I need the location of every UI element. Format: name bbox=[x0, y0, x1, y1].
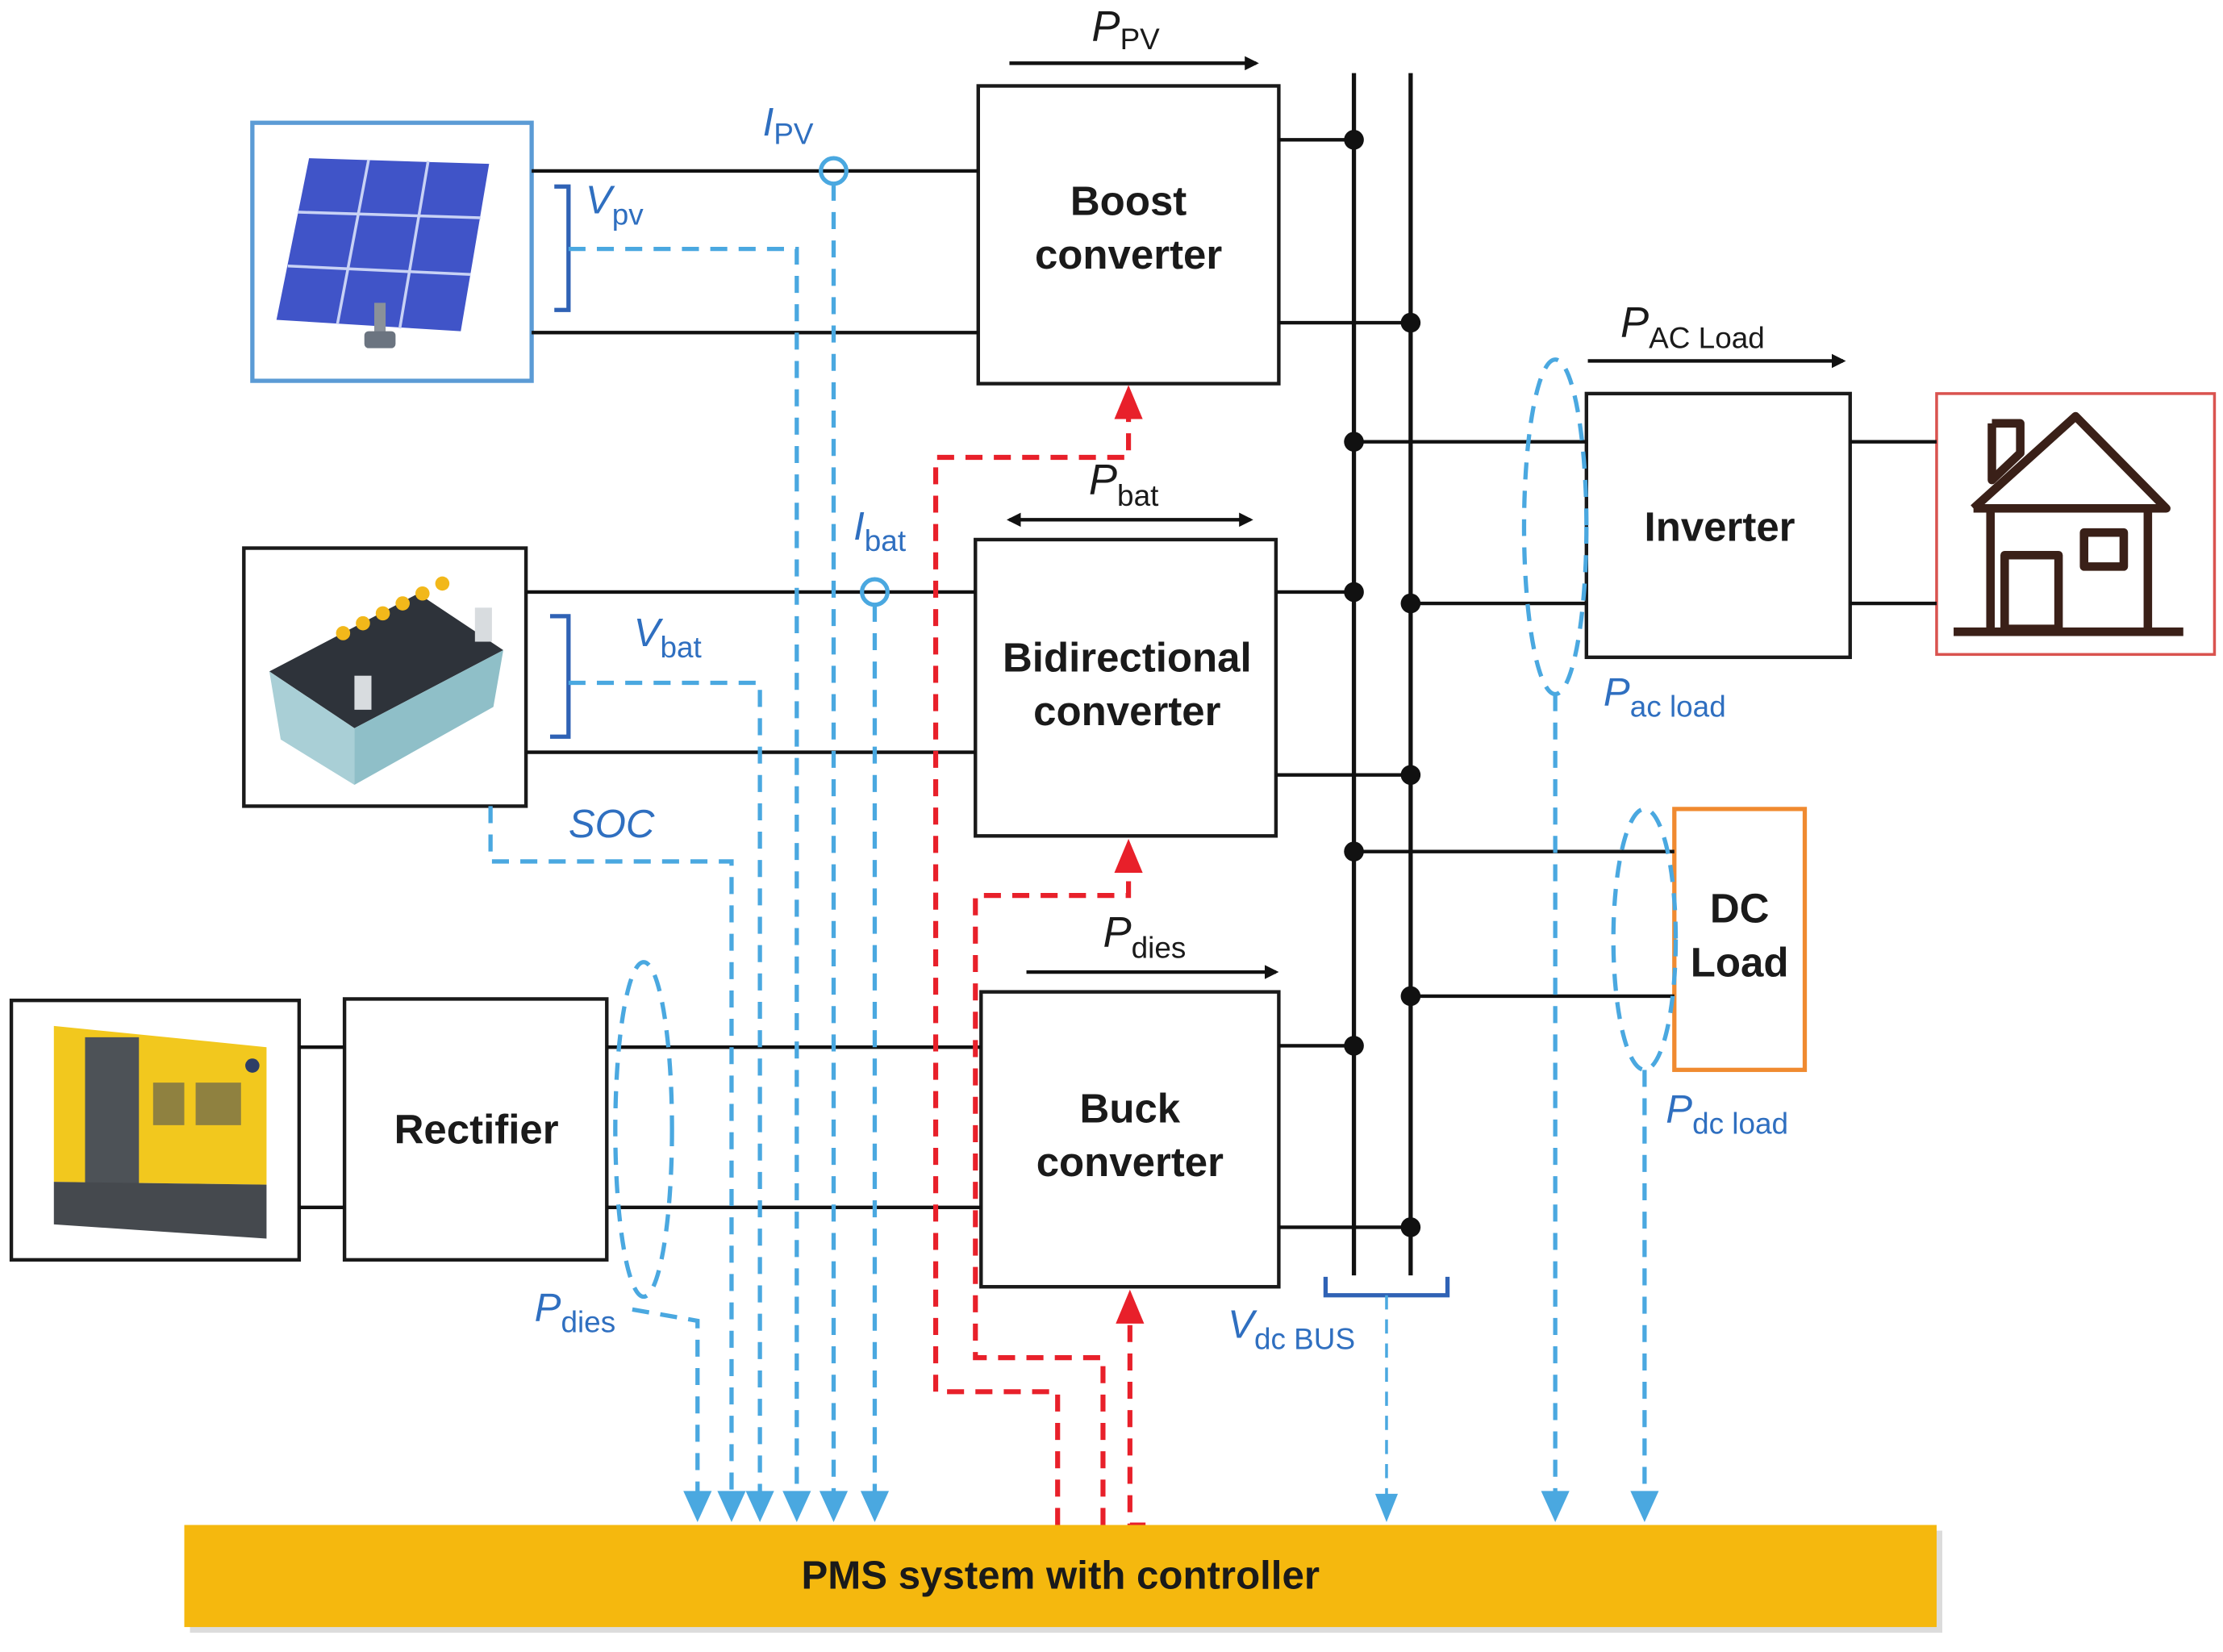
p-pv-label: PPV bbox=[1091, 2, 1160, 56]
p-dies-top-label: Pdies bbox=[1103, 908, 1186, 964]
control-buck bbox=[1127, 1320, 1146, 1528]
power-flow-arrows bbox=[1006, 56, 1846, 979]
boost-label-2: converter bbox=[1035, 232, 1222, 277]
pms-bar bbox=[184, 1525, 1937, 1628]
v-dc-bus-label: Vdc BUS bbox=[1228, 1303, 1355, 1356]
p-ac-load-top-label: PAC Load bbox=[1620, 299, 1765, 355]
inverter-box bbox=[1584, 391, 1852, 660]
diesel-generator-block bbox=[9, 998, 302, 1262]
bidirectional-label-2: converter bbox=[1033, 688, 1220, 734]
p-dc-load-probe bbox=[1611, 807, 1679, 1072]
p-dc-load-label: Pdc load bbox=[1666, 1087, 1788, 1140]
p-bat-label: Pbat bbox=[1089, 457, 1158, 512]
buck-label-1: Buck bbox=[1080, 1085, 1181, 1131]
boost-converter-box bbox=[976, 84, 1281, 386]
rectifier-label: Rectifier bbox=[394, 1107, 559, 1153]
soc-label: SOC bbox=[569, 802, 655, 846]
i-bat-label: Ibat bbox=[853, 504, 906, 557]
measurement-sensors bbox=[549, 156, 1679, 1299]
inverter-label: Inverter bbox=[1645, 504, 1796, 550]
dc-load-label-2: Load bbox=[1691, 939, 1789, 985]
p-dies-label: Pdies bbox=[535, 1285, 616, 1338]
buck-converter-box bbox=[979, 990, 1281, 1289]
v-dc-bus-bracket bbox=[1323, 1276, 1450, 1298]
p-dies-probe bbox=[613, 960, 674, 1299]
i-pv-label: IPV bbox=[763, 100, 814, 151]
pms-label: PMS system with controller bbox=[801, 1554, 1320, 1598]
signal-soc bbox=[488, 806, 734, 1494]
dc-load-label-1: DC bbox=[1710, 886, 1770, 932]
house-frame bbox=[1935, 392, 2217, 657]
dc-bus bbox=[1344, 73, 1421, 1276]
dc-load[interactable]: DC Load bbox=[1672, 807, 1808, 1072]
bidirectional-label-1: Bidirectional bbox=[1003, 634, 1252, 680]
boost-label-1: Boost bbox=[1070, 177, 1187, 223]
control-boost bbox=[932, 416, 1132, 1525]
rectifier-box bbox=[342, 997, 609, 1262]
signal-v-pv bbox=[568, 246, 799, 1494]
v-pv-label: Vpv bbox=[586, 178, 644, 232]
pms-controller[interactable]: PMS system with controller bbox=[184, 1525, 1942, 1633]
signal-p-dies bbox=[632, 1307, 700, 1494]
buck-label-2: converter bbox=[1036, 1139, 1224, 1185]
boost-converter[interactable]: Boost converter bbox=[976, 84, 1281, 386]
battery-icon bbox=[269, 576, 503, 786]
p-ac-load-probe bbox=[1521, 357, 1589, 697]
inverter[interactable]: Inverter bbox=[1584, 391, 1852, 660]
diesel-generator-icon bbox=[53, 1025, 267, 1239]
bidirectional-converter[interactable]: Bidirectional converter bbox=[974, 537, 1278, 838]
power-wiring bbox=[298, 138, 1937, 1229]
solar-panel-block bbox=[250, 120, 534, 383]
v-pv-bracket bbox=[554, 184, 571, 312]
v-bat-label: Vbat bbox=[634, 611, 702, 664]
signal-arrowheads bbox=[683, 1491, 1659, 1523]
ac-load-block bbox=[1935, 392, 2217, 657]
rectifier[interactable]: Rectifier bbox=[342, 997, 609, 1262]
solar-panel-icon bbox=[276, 158, 490, 348]
buck-converter[interactable]: Buck converter bbox=[979, 990, 1281, 1289]
control-arrowheads bbox=[1114, 385, 1145, 1324]
dc-load-box bbox=[1672, 807, 1808, 1072]
measurement-signal-lines bbox=[488, 183, 1659, 1523]
signal-v-bat bbox=[568, 680, 762, 1494]
p-ac-load-label: Pac load bbox=[1604, 670, 1726, 724]
bidirectional-converter-box bbox=[974, 537, 1278, 838]
house-icon bbox=[1954, 411, 2183, 636]
v-bat-bracket bbox=[549, 614, 571, 739]
control-bidirectional bbox=[973, 870, 1132, 1525]
battery-block bbox=[242, 546, 528, 808]
